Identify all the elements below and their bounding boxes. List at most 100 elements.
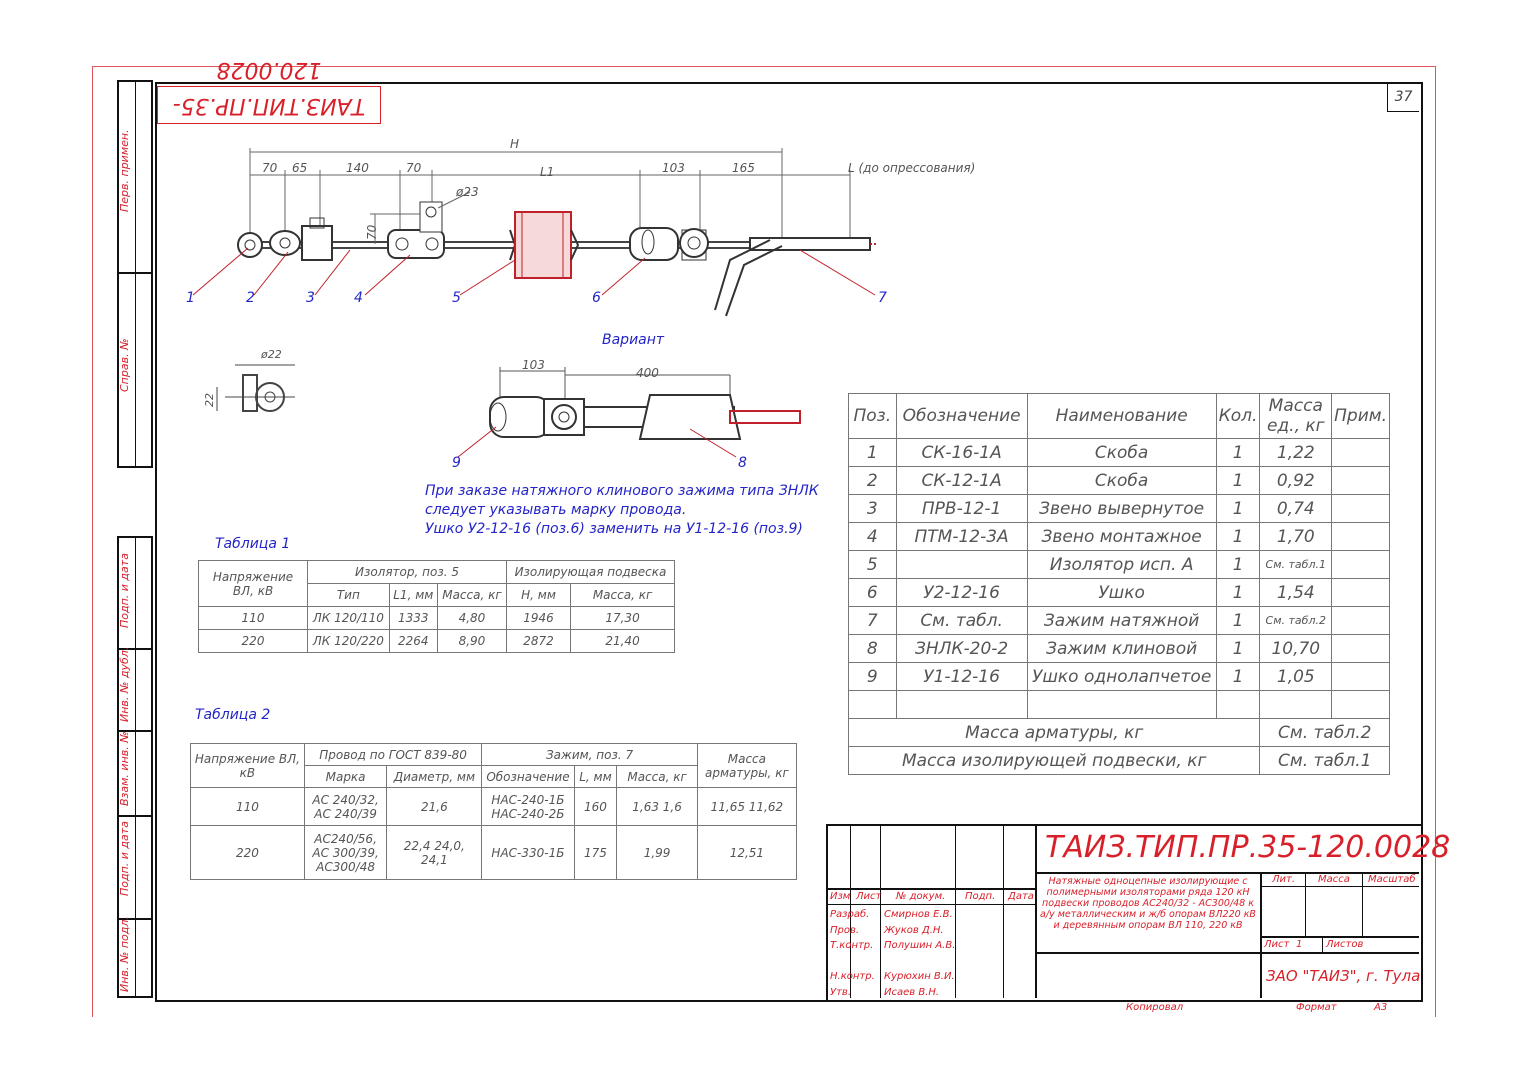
cell: Звено вывернутое [1026, 494, 1217, 523]
cell [895, 690, 1028, 719]
cell [895, 550, 1028, 579]
table1: Напряжение ВЛ, кВ Изолятор, поз. 5 Изоли… [198, 560, 676, 653]
tb-role [830, 954, 875, 970]
dim-d22: ø22 [260, 348, 282, 361]
mass-assembly-value: См. табл.1 [1259, 746, 1390, 775]
cell: ЛК 120/220 [307, 629, 390, 653]
side-label: Подп. и дата [118, 821, 131, 896]
tb-roles: Разраб. Пров. Т.контр. Н.контр. Утв. [830, 907, 875, 1001]
cell: ПРВ-12-1 [895, 494, 1028, 523]
format-value: А3 [1374, 1002, 1388, 1013]
spec-header: Обозначение [895, 393, 1028, 439]
cell: 110 [198, 606, 308, 630]
cell: См. табл.1 [1259, 550, 1333, 579]
side-label: Инв. № подл. [118, 916, 131, 992]
cell: 1 [1215, 578, 1261, 607]
tb-line [1362, 872, 1363, 936]
cell: У1-12-16 [895, 662, 1028, 691]
position-label: 3 [306, 290, 315, 306]
tb-line [1260, 886, 1419, 887]
cell [1331, 578, 1390, 607]
cell: 2872 [505, 629, 572, 653]
tb-name: Курюхин В.И. [884, 971, 955, 983]
cell: 1 [1215, 606, 1261, 635]
mass-assembly-label: Масса изолирующей подвески, кг [847, 746, 1261, 775]
cell: 1 [1215, 522, 1261, 551]
cell: 6 [848, 578, 897, 607]
variant-dim-103: 103 [522, 358, 545, 372]
cell: 175 [573, 825, 618, 880]
cell: 1,99 [616, 825, 698, 880]
document-description: Натяжные одноцепные изолирующие с полиме… [1040, 876, 1256, 931]
spec-header: Кол. [1215, 393, 1261, 439]
cell: НАС-240-1Б НАС-240-2Б [481, 787, 575, 826]
table1-caption: Таблица 1 [215, 536, 291, 552]
note-line: При заказе натяжного клинового зажима ти… [425, 483, 819, 499]
sheet-number: 37 [1387, 83, 1419, 112]
cell: АС240/56, АС 300/39, АС300/48 [303, 825, 388, 880]
cell: 12,51 [696, 825, 798, 880]
dim-label: 70 [406, 161, 422, 175]
cell: Скоба [1026, 438, 1217, 467]
assembly-drawing: H 70 65 140 70 L1 103 165 L (до опрессов… [186, 137, 975, 317]
dim-H: H [510, 137, 519, 151]
tb-line [1035, 952, 1419, 954]
spec-header: Наименование [1026, 393, 1217, 439]
title-block [826, 824, 1421, 1000]
tb-role: Разраб. [830, 909, 870, 920]
cell: 3 [848, 494, 897, 523]
tb-line [1035, 824, 1037, 998]
tb-line [1003, 824, 1004, 998]
cell: 5 [848, 550, 897, 579]
tb-name: Полушин А.В. [884, 940, 956, 952]
tb-name [884, 954, 955, 970]
dim-22: 22 [203, 393, 216, 407]
tb-mass: Масса [1318, 874, 1350, 885]
position-label: 2 [246, 290, 255, 306]
cell [1331, 550, 1390, 579]
cell: АС 240/32, АС 240/39 [303, 787, 388, 826]
tb-line [826, 904, 1035, 905]
tb-name: Жуков Д.Н. [884, 924, 944, 936]
side-subdivider [135, 536, 136, 998]
tb-line [1260, 936, 1419, 938]
cell: 160 [573, 787, 618, 826]
cell: 21,40 [570, 629, 675, 653]
position-label: 4 [354, 290, 363, 306]
tb-line [1305, 872, 1306, 936]
tb-sheet: Лист [1264, 939, 1290, 950]
cell [1331, 522, 1390, 551]
cell: У2-12-16 [895, 578, 1028, 607]
cell [1331, 466, 1390, 495]
side-label: Подп. и дата [118, 553, 131, 628]
dim-L1: L1 [540, 165, 554, 179]
cell: 220 [198, 629, 308, 653]
tb-line [850, 824, 851, 998]
position-label: 7 [878, 290, 887, 306]
position-label: 9 [452, 455, 461, 471]
table2: Напряжение ВЛ, кВ Провод по ГОСТ 839-80 … [190, 743, 798, 880]
side-label: Перв. примен. [118, 129, 131, 212]
cell [1259, 690, 1333, 719]
cell: ЗНЛК-20-2 [895, 634, 1028, 663]
tb-lit: Лит. [1272, 874, 1296, 885]
cell [848, 690, 897, 719]
dim-label: 165 [732, 161, 755, 175]
cell [1026, 690, 1217, 719]
tb-role: Утв. [830, 986, 851, 998]
cell: 110 [190, 787, 305, 826]
dim-label: 70 [262, 161, 278, 175]
t2-header-wire: Провод по ГОСТ 839-80 [303, 743, 483, 766]
cell: См. табл.2 [1259, 606, 1333, 635]
t1-header-voltage: Напряжение ВЛ, кВ [198, 560, 308, 607]
cell: См. табл. [895, 606, 1028, 635]
cell [1331, 438, 1390, 467]
format-label: Формат [1296, 1002, 1337, 1013]
t2-subheader: Диаметр, мм [386, 765, 483, 788]
